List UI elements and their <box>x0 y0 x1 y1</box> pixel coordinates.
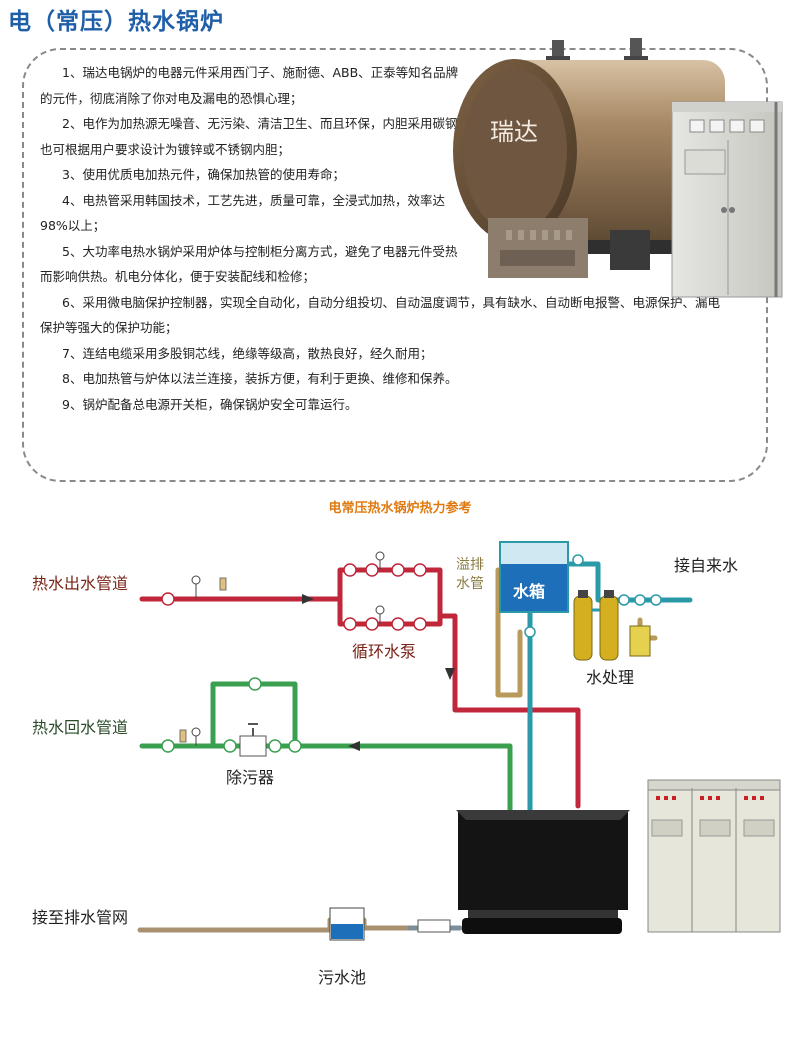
feature-list: 1、瑞达电锅炉的电器元件采用西门子、施耐德、ABB、正泰等知名品牌的元件，彻底消… <box>40 60 720 417</box>
feature-item-7: 7、连结电缆采用多股铜芯线，绝缘等级高，散热良好，经久耐用； <box>62 345 433 361</box>
label-drain-network: 接至排水管网 <box>32 908 129 927</box>
feature-item-1: 1、瑞达电锅炉的电器元件采用西门子、施耐德、ABB、正泰等知名品牌的元件，彻底消… <box>40 65 459 106</box>
feature-item-2: 2、电作为加热源无噪音、无污染、清洁卫生、而且环保，内胆采用碳钢也可根据用户要求… <box>40 116 458 157</box>
feature-item-6: 6、采用微电脑保护控制器，实现全自动化，自动分组投切、自动温度调节，具有缺水、自… <box>40 294 720 336</box>
boiler-brand-label: 瑞达 <box>490 118 538 146</box>
heating-system-diagram <box>137 541 781 941</box>
label-hot-water-return: 热水回水管道 <box>32 718 129 737</box>
label-tap-water: 接自来水 <box>674 556 739 575</box>
label-water-treatment: 水处理 <box>586 668 635 687</box>
feature-item-8: 8、电加热管与炉体以法兰连接，装拆方便，有利于更换、维修和保养。 <box>62 371 458 386</box>
label-overflow-pipe: 溢排水管 <box>456 557 484 592</box>
feature-item-3: 3、使用优质电加热元件，确保加热管的使用寿命； <box>62 167 345 182</box>
diagram-title: 电常压热水锅炉热力参考 <box>328 501 472 516</box>
label-sewage-pool: 污水池 <box>318 968 367 987</box>
boiler-photo: 瑞达 <box>453 38 783 298</box>
feature-item-4: 4、电热管采用韩国技术，工艺先进，质量可靠，全浸式加热，效率达98%以上； <box>40 192 445 234</box>
label-circulation-pump: 循环水泵 <box>352 642 417 661</box>
page-title: 电（常压）热水锅炉 <box>8 9 224 35</box>
label-strainer: 除污器 <box>226 768 275 787</box>
feature-item-9: 9、锅炉配备总电源开关柜，确保锅炉安全可靠运行。 <box>62 396 358 412</box>
label-water-tank: 水箱 <box>513 582 546 601</box>
feature-item-5: 5、大功率电热水锅炉采用炉体与控制柜分离方式，避免了电器元件受热而影响供热。机电… <box>40 243 458 285</box>
label-hot-water-outlet: 热水出水管道 <box>32 574 129 593</box>
